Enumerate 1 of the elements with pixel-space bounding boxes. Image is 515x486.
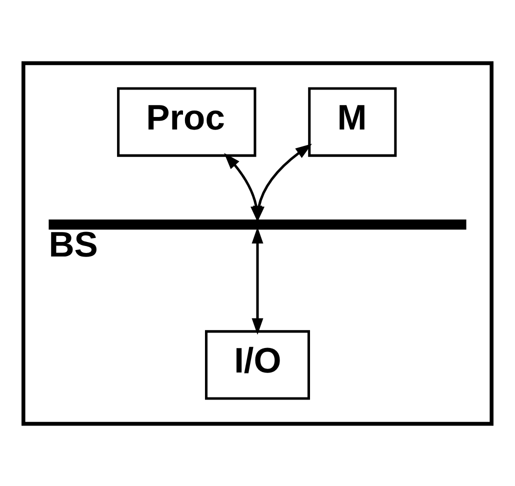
node-label: BS (48, 224, 98, 264)
